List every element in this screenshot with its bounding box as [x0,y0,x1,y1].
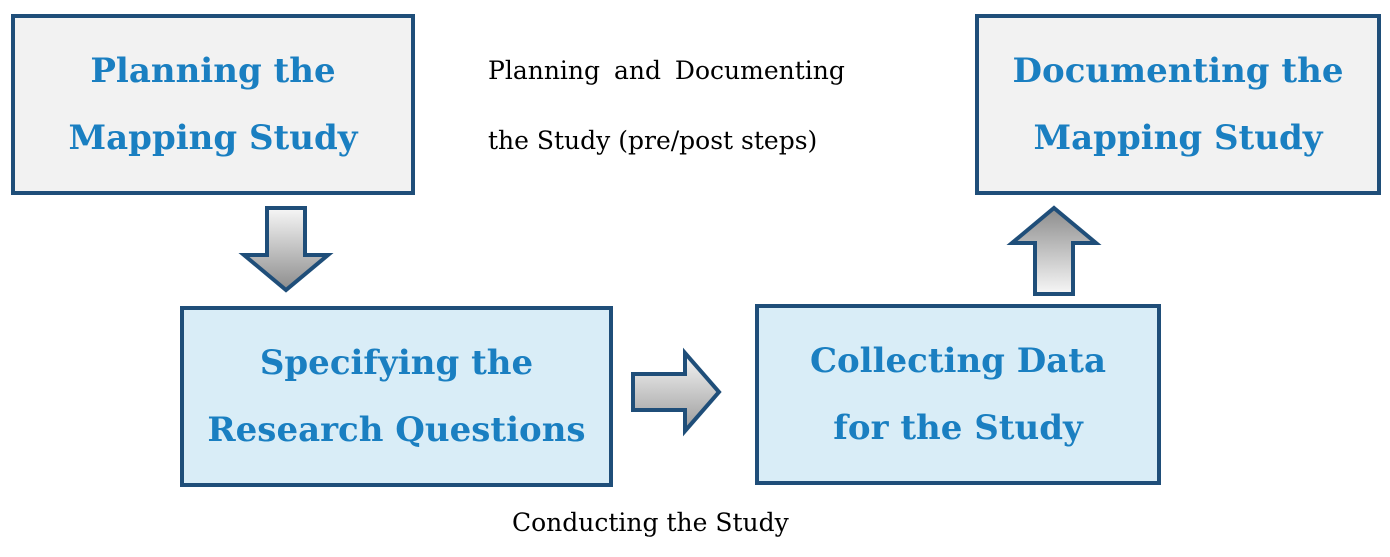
collecting-data-box: Collecting Data for the Study [755,304,1161,485]
planning-mapping-study-box: Planning the Mapping Study [11,14,415,195]
collecting-box-line1: Collecting Data [809,341,1107,382]
planning-box-line2: Mapping Study [68,117,358,158]
specifying-research-questions-box: Specifying the Research Questions [180,306,613,487]
pre-post-caption-line2: the Study (pre/post steps) [488,126,818,155]
arrow-up-icon [1006,205,1102,296]
collecting-box-line2: for the Study [833,407,1083,448]
specifying-box-line2: Research Questions [207,409,586,450]
arrow-right-icon [631,347,722,437]
conducting-study-caption: Conducting the Study [512,508,789,537]
arrow-down-icon [238,206,334,293]
pre-post-caption-line1: Planning and Documenting [488,56,845,85]
documenting-box-line2: Mapping Study [1033,117,1323,158]
specifying-box-line1: Specifying the [259,343,534,384]
planning-box-line1: Planning the [90,51,336,92]
documenting-box-line1: Documenting the [1012,51,1344,92]
documenting-mapping-study-box: Documenting the Mapping Study [975,14,1381,195]
